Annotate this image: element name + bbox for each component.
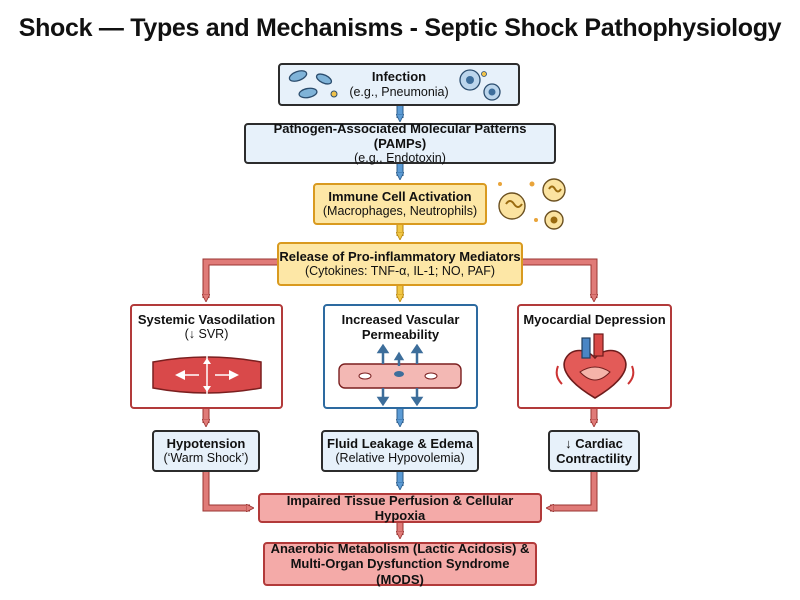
bacteria-icon [288,70,338,99]
anaerobic-title2: Multi-Organ Dysfunction Syndrome (MODS) [290,556,510,587]
infection-sub: (e.g., Pneumonia) [349,84,449,99]
immune-box: Immune Cell Activation (Macrophages, Neu… [313,183,487,225]
immune-sub: (Macrophages, Neutrophils) [322,204,478,219]
hypotension-title: Hypotension [166,435,246,451]
pamps-box: Pathogen-Associated Molecular Patterns (… [244,120,556,166]
leaky-vessel-icon [338,344,462,406]
anaerobic-box: Anaerobic Metabolism (Lactic Acidosis) &… [263,541,537,587]
perfusion-title: Impaired Tissue Perfusion & Cellular Hyp… [286,492,514,523]
hypotension-sub: (‘Warm Shock’) [163,451,249,466]
cardiac-title2: Contractility [556,451,632,466]
macrophage-icon [459,69,501,101]
release-box: Release of Pro-inflammatory Mediators (C… [277,242,523,286]
permeability-title2: Permeability [361,327,440,343]
cardiac-box: ↓ Cardiac Contractility [548,430,640,472]
immune-cells-icon [498,178,566,230]
leakage-title: Fluid Leakage & Edema [327,435,473,451]
infection-box: Infection (e.g., Pneumonia) [278,63,520,106]
arrow-release-to-myocardial [523,258,594,298]
vasodilation-title: Systemic Vasodilation [137,312,276,327]
immune-title: Immune Cell Activation [328,188,472,204]
release-title: Release of Pro-inflammatory Mediators [279,248,521,264]
leakage-sub: (Relative Hypovolemia) [335,451,465,466]
arrow-cardiac-to-perfusion [550,472,598,508]
arrow-release-to-vasodilation [206,258,277,298]
myocardial-title: Myocardial Depression [523,312,666,327]
pamps-title: Pathogen-Associated Molecular Patterns (… [273,120,527,152]
infection-title: Infection [371,69,427,85]
permeability-title: Increased Vascular [341,312,460,327]
cardiac-title: ↓ Cardiac [565,435,623,451]
perfusion-box: Impaired Tissue Perfusion & Cellular Hyp… [258,493,542,523]
hypotension-box: Hypotension (‘Warm Shock’) [152,430,260,472]
vasodilation-sub: (↓ SVR) [184,327,229,342]
anaerobic-title: Anaerobic Metabolism (Lactic Acidosis) & [270,541,530,557]
heart-icon [555,333,635,399]
permeability-panel: Increased Vascular Permeability [323,304,478,409]
release-sub: (Cytokines: TNF-α, IL-1; NO, PAF) [304,264,496,279]
dilated-vessel-icon [152,356,262,394]
arrow-hypotension-to-perfusion [202,472,250,508]
leakage-box: Fluid Leakage & Edema (Relative Hypovole… [321,430,479,472]
pamps-sub: (e.g., Endotoxin) [354,151,446,166]
page-title: Shock — Types and Mechanisms - Septic Sh… [18,14,782,42]
